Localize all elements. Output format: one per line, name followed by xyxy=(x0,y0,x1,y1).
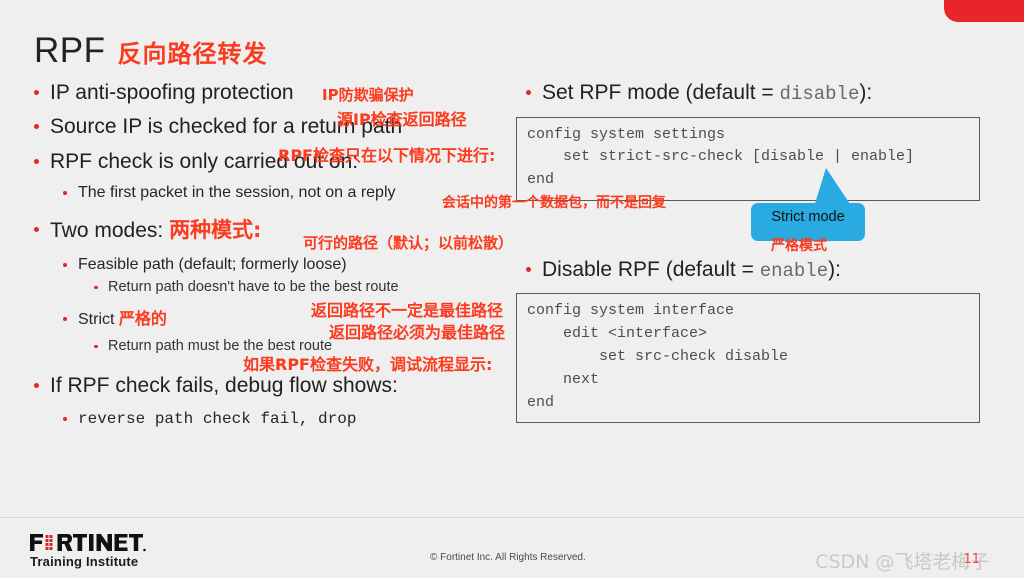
right-bullet-list-bottom: Disable RPF (default = enable): xyxy=(516,255,1002,286)
disable-suffix: ): xyxy=(828,257,841,281)
strict-label: Strict xyxy=(78,310,115,328)
annotation-rpf-check: RPF检查只在以下情况下进行: xyxy=(278,146,496,165)
sublist-debug: reverse path check fail, drop xyxy=(24,407,524,431)
callout-label: Strict mode xyxy=(771,209,845,225)
bullet-two-modes: Two modes: 两种模式: xyxy=(24,215,524,246)
annotation-feasible-path: 可行的路径（默认；以前松散） xyxy=(303,234,514,252)
set-mode-prefix: Set RPF mode (default = xyxy=(542,81,780,104)
set-mode-suffix: ): xyxy=(859,81,873,104)
sublist-feasible-detail: Return path doesn't have to be the best … xyxy=(54,277,524,299)
debug-output-text: reverse path check fail, drop xyxy=(54,407,524,431)
code-block-system-settings: config system settings set strict-src-ch… xyxy=(516,116,980,201)
callout-label-chinese: 严格模式 xyxy=(771,238,827,254)
bullet-rpf-check-on: RPF check is only carried out on: xyxy=(24,147,524,177)
annotation-source-ip: 源IP检查返回路径 xyxy=(337,110,467,129)
annotation-ip-antispoofing: IP防欺骗保护 xyxy=(322,86,414,104)
bullet-source-ip-check: Source IP is checked for a return path xyxy=(24,112,524,142)
csdn-watermark: CSDN @飞塔老梅子11 xyxy=(815,547,1006,574)
bullet-rpf-fails: If RPF check fails, debug flow shows: xyxy=(24,371,524,401)
sublist-modes: Feasible path (default; formerly loose) … xyxy=(24,253,524,358)
sublist-rpf-check: The first packet in the session, not on … xyxy=(24,181,524,205)
accent-bar xyxy=(944,0,1024,22)
annotation-return-must-best: 返回路径必须为最佳路径 xyxy=(329,323,506,342)
sublist-strict-detail: Return path must be the best route xyxy=(54,336,524,358)
code-block-system-interface: config system interface edit <interface>… xyxy=(516,293,980,424)
right-content-column: Set RPF mode (default = disable): config… xyxy=(516,78,1002,424)
watermark-text: CSDN @飞塔老梅子 xyxy=(815,551,990,573)
title-english: RPF xyxy=(34,31,106,70)
page-title: RPF 反向路径转发 xyxy=(34,31,268,71)
subbullet-first-packet: The first packet in the session, not on … xyxy=(54,181,524,205)
fortinet-logo: Training Institute xyxy=(30,533,146,569)
copyright-text: © Fortinet Inc. All Rights Reserved. xyxy=(430,552,586,563)
left-bullet-list: IP anti-spoofing protection Source IP is… xyxy=(24,78,524,431)
watermark-badge: 11 xyxy=(963,552,980,567)
title-chinese: 反向路径转发 xyxy=(117,41,268,68)
disable-value: enable xyxy=(759,259,829,282)
strict-mode-callout: Strict mode xyxy=(751,203,865,241)
annotation-return-not-best: 返回路径不一定是最佳路径 xyxy=(311,301,504,320)
bullet-disable-rpf: Disable RPF (default = enable): xyxy=(516,255,1002,286)
bullet-ip-antispoofing: IP anti-spoofing protection xyxy=(24,78,524,108)
detail-return-path-must-best: Return path must be the best route xyxy=(86,336,524,358)
logo-subtitle: Training Institute xyxy=(30,554,139,569)
annotation-debug-flow: 如果RPF检查失败，调试流程显示: xyxy=(243,355,493,374)
subbullet-feasible-path: Feasible path (default; formerly loose) xyxy=(54,253,524,277)
strict-chinese: 严格的 xyxy=(118,308,167,328)
annotation-first-packet: 会话中的第一个数据包，而不是回复 xyxy=(442,195,666,211)
disable-prefix: Disable RPF (default = xyxy=(542,257,760,281)
set-mode-value: disable xyxy=(779,83,860,105)
two-modes-chinese: 两种模式: xyxy=(169,218,262,243)
footer-divider xyxy=(0,517,1024,518)
subbullet-strict: Strict 严格的 xyxy=(54,307,524,332)
bullet-set-rpf-mode: Set RPF mode (default = disable): xyxy=(516,78,1002,109)
fortinet-wordmark-icon xyxy=(30,534,146,552)
detail-return-path-not-best: Return path doesn't have to be the best … xyxy=(86,277,524,299)
right-bullet-list-top: Set RPF mode (default = disable): xyxy=(516,78,1002,109)
two-modes-label: Two modes: xyxy=(50,219,164,243)
left-content-column: IP anti-spoofing protection Source IP is… xyxy=(24,78,524,433)
